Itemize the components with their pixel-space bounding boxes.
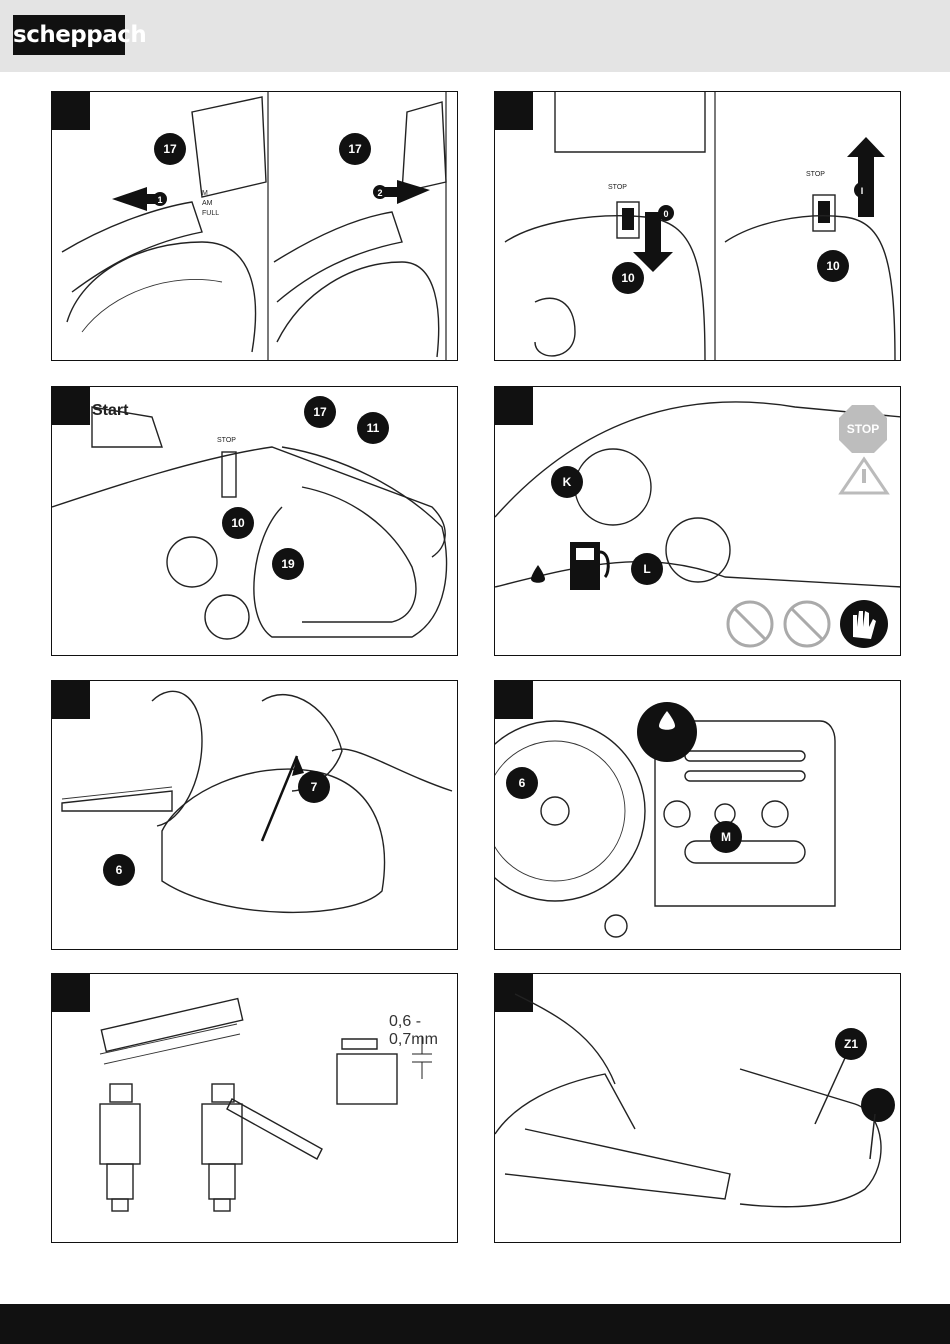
- callout-z1: Z1: [844, 1037, 858, 1051]
- callout-6: 6: [116, 863, 123, 877]
- figure-panel-4: K L STOP: [494, 386, 901, 656]
- feeler-gauge-icon: [227, 1099, 322, 1159]
- callout-l: L: [643, 562, 650, 576]
- callout-m: M: [721, 830, 731, 844]
- callout-10: 10: [826, 259, 840, 273]
- label-m: M: [202, 190, 208, 197]
- figure-number-tab: [52, 974, 90, 1012]
- figure-panel-7: 0,6 - 0,7mm: [51, 973, 458, 1243]
- figure-panel-5: 7 6: [51, 680, 458, 950]
- illustration-guide-bar: Z1: [495, 974, 901, 1243]
- callout-10: 10: [231, 516, 245, 530]
- label-full: FULL: [202, 210, 219, 217]
- callout-1: 1: [157, 195, 162, 205]
- figure-panel-1: 17 1 17 2 M AM FULL: [51, 91, 458, 361]
- illustration-stop-switch: 0 10 I 10 STOP STOP: [495, 92, 901, 361]
- illustration-handle-choke: 17 1 17 2 M AM FULL: [52, 92, 458, 361]
- callout-2: 2: [377, 188, 382, 198]
- illustration-chainsaw-top: 7 6: [52, 681, 458, 950]
- illustration-fuel-oil-caps: K L STOP: [495, 387, 901, 656]
- callout-6: 6: [519, 776, 526, 790]
- label-stop: STOP: [806, 171, 825, 178]
- fuel-drop-icon: [531, 565, 545, 583]
- callout-17: 17: [313, 405, 327, 419]
- footer-bar: [0, 1304, 950, 1344]
- figure-panel-3: 17 11 10 19 Start STOP: [51, 386, 458, 656]
- label-stop: STOP: [608, 184, 627, 191]
- callout-7: 7: [311, 780, 318, 794]
- electrode-gap-label: 0,6 - 0,7mm: [389, 1013, 457, 1049]
- callout-17: 17: [163, 142, 177, 156]
- label-am: AM: [202, 200, 213, 207]
- callout-k: K: [563, 475, 572, 489]
- label-start: Start: [92, 402, 129, 419]
- callout-0: 0: [663, 209, 668, 219]
- callout-17: 17: [348, 142, 362, 156]
- wire-brush-icon: [101, 999, 242, 1052]
- header-bar: scheppach: [0, 0, 950, 72]
- stop-sign-text: STOP: [847, 422, 879, 436]
- brand-logo: scheppach: [13, 15, 125, 55]
- illustration-start-handle: 17 11 10 19 Start STOP: [52, 387, 458, 656]
- figure-panel-6: 6 M: [494, 680, 901, 950]
- callout-19: 19: [281, 557, 295, 571]
- callout-11: 11: [367, 421, 380, 435]
- callout-10: 10: [621, 271, 635, 285]
- illustration-oil-adjust: 6 M: [495, 681, 901, 950]
- label-stop: STOP: [217, 437, 236, 444]
- callout-i: I: [861, 186, 864, 196]
- figure-panel-2: 0 10 I 10 STOP STOP: [494, 91, 901, 361]
- figure-panel-8: Z1: [494, 973, 901, 1243]
